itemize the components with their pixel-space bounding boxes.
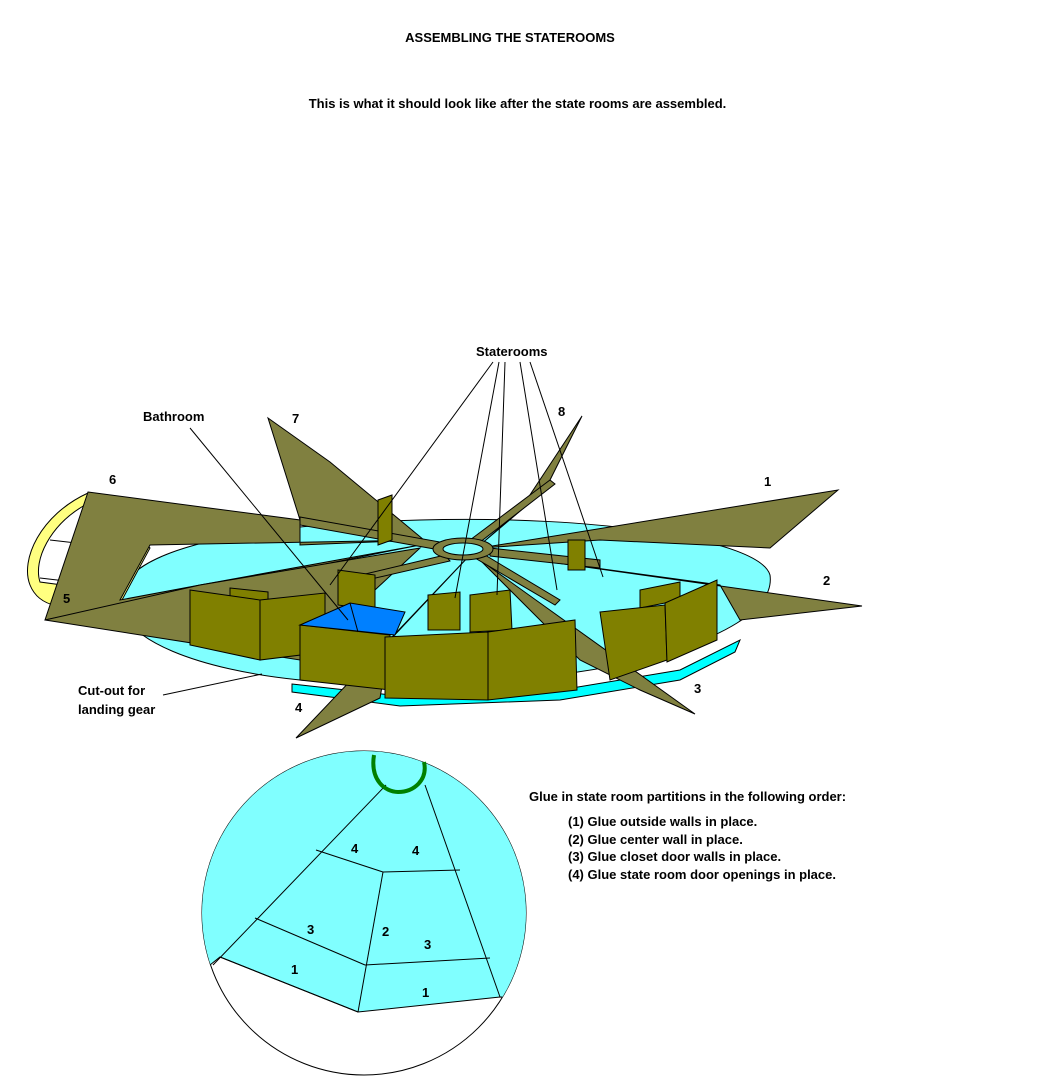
wing-section-2 <box>499 554 863 621</box>
detail-number-1-left: 1 <box>291 962 298 977</box>
cutout-label-line1: Cut-out for <box>78 683 145 698</box>
cutout-callout <box>162 673 263 696</box>
wing-section-3 <box>479 559 696 715</box>
cutout-label-line2: landing gear <box>78 702 155 717</box>
instruction-step-3: (3) Glue closet door walls in place. <box>568 849 782 864</box>
instruction-step-2: (2) Glue center wall in place. <box>568 831 743 847</box>
bathroom-floor <box>298 602 406 636</box>
detail-number-1-right: 1 <box>422 985 429 1000</box>
page-subtitle: This is what it should look like after t… <box>308 96 727 111</box>
detail-circle <box>201 750 527 1076</box>
bathroom-callout <box>189 427 349 621</box>
section-number-5: 5 <box>63 591 70 606</box>
staterooms-label: Staterooms <box>476 344 548 359</box>
detail-number-3-right: 3 <box>424 937 431 952</box>
door-frames <box>229 494 681 633</box>
wall-center-a <box>299 624 391 691</box>
bathroom-label: Bathroom <box>143 409 204 424</box>
detail-number-3-left: 3 <box>307 922 314 937</box>
section-number-1: 1 <box>764 474 771 489</box>
instructions-block: Glue in state room partitions in the fol… <box>529 788 869 883</box>
stateroom-callouts <box>329 361 604 599</box>
wall-right-b <box>664 579 718 663</box>
section-number-2: 2 <box>823 573 830 588</box>
instructions-heading: Glue in state room partitions in the fol… <box>529 789 847 804</box>
stateroom-walls <box>189 579 718 701</box>
wall-center-c <box>487 619 578 701</box>
detail-number-4-left: 4 <box>351 841 359 856</box>
wing-section-1 <box>479 489 840 549</box>
instruction-step-1: (1) Glue outside walls in place. <box>568 814 758 829</box>
instruction-step-4: (4) Glue state room door openings in pla… <box>568 866 836 882</box>
section-number-7: 7 <box>292 411 299 426</box>
detail-number-4-right: 4 <box>412 843 420 858</box>
wall-right-a <box>599 604 668 681</box>
section-number-8: 8 <box>558 404 565 419</box>
section-number-3: 3 <box>694 681 701 696</box>
detail-number-2: 2 <box>382 924 389 939</box>
section-number-6: 6 <box>109 472 116 487</box>
section-number-4: 4 <box>295 700 303 715</box>
wall-center-b <box>384 631 489 701</box>
page-title: ASSEMBLING THE STATEROOMS <box>405 30 615 45</box>
